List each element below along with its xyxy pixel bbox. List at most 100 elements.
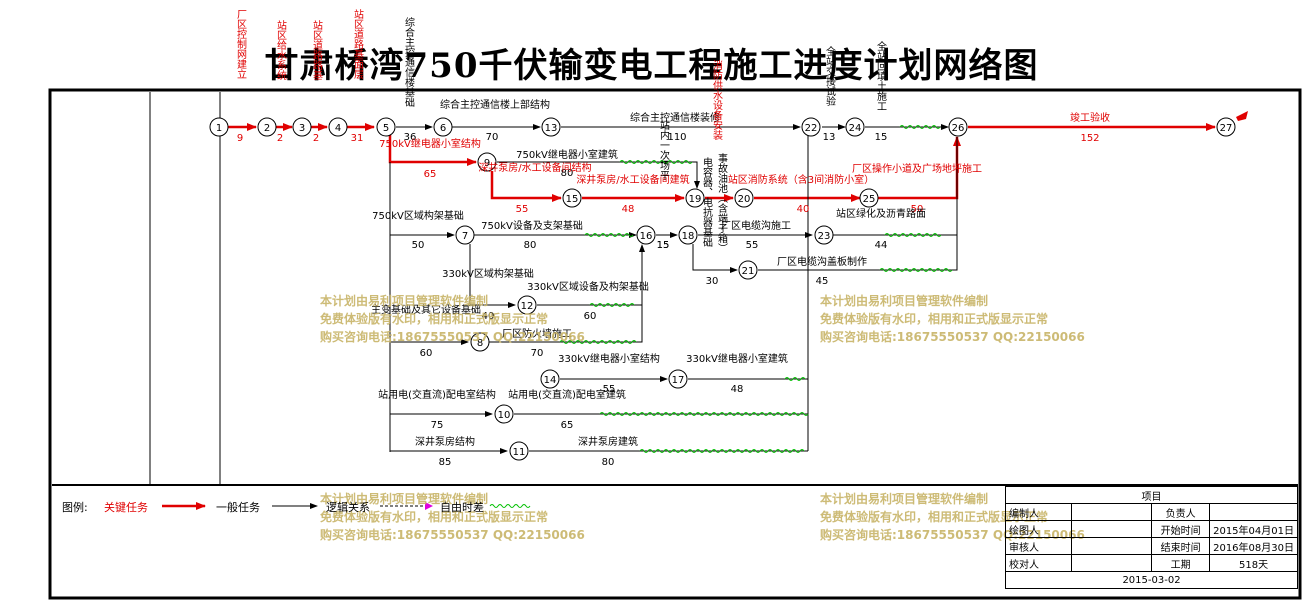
task-name-vertical: 站区道路基面层 bbox=[352, 8, 364, 80]
task-name: 深井泵房/水工设备间结构 bbox=[478, 161, 591, 174]
task-duration: 70 bbox=[486, 132, 499, 143]
node-label: 16 bbox=[640, 231, 653, 242]
legend-float-line bbox=[489, 504, 531, 508]
node-label: 17 bbox=[672, 375, 685, 386]
node-label: 14 bbox=[544, 375, 557, 386]
node-11 bbox=[509, 441, 529, 461]
task-name: 站用电(交直流)配电室结构 bbox=[378, 388, 496, 401]
node-27 bbox=[1216, 117, 1236, 137]
task-name: 330kV区域设备及构架基础 bbox=[527, 280, 649, 293]
task-name-vertical: 全站交接试验 bbox=[824, 45, 836, 107]
task-name: 750kV区域构架基础 bbox=[372, 209, 464, 222]
node-label: 27 bbox=[1220, 123, 1233, 134]
end-flag-icon bbox=[1236, 111, 1248, 121]
node-label: 25 bbox=[863, 194, 876, 205]
task-duration: 110 bbox=[667, 132, 686, 143]
task-duration: 55 bbox=[746, 240, 759, 251]
node-17 bbox=[668, 369, 688, 389]
legend-label: 图例: bbox=[62, 501, 88, 514]
watermark-line: 免费体验版有水印，相用和正式版显示正常 bbox=[320, 312, 549, 326]
free-float bbox=[559, 125, 953, 453]
task-name: 厂区电缆沟施工 bbox=[721, 219, 791, 232]
watermark: 本计划由易利项目管理软件编制 免费体验版有水印，相用和正式版显示正常 购买咨询电… bbox=[320, 490, 585, 544]
task-duration: 55 bbox=[516, 204, 529, 215]
legend-logic-arrow-icon bbox=[425, 502, 433, 510]
task-labels: 综合主控通信楼上部结构 70 综合主控通信楼装修 110 13 15 竣工验收 … bbox=[237, 98, 1110, 468]
project-info-table: 项目 编制人 负责人 绘图人 开始时间 2015年04月01日 审核人 结束时间… bbox=[1004, 486, 1298, 589]
node-12 bbox=[517, 295, 537, 315]
normal-arrows bbox=[389, 124, 958, 454]
node-15 bbox=[562, 188, 582, 208]
node-21 bbox=[738, 260, 758, 280]
task-name-vertical: 站区给水系统 bbox=[275, 19, 287, 80]
end-value: 2016年08月30日 bbox=[1209, 537, 1298, 555]
reviewer-label: 审核人 bbox=[1004, 537, 1073, 555]
node-14 bbox=[540, 369, 560, 389]
node-label: 10 bbox=[498, 410, 511, 421]
task-duration: 152 bbox=[1080, 133, 1099, 144]
task-name-vertical: 站区道路路基 bbox=[311, 19, 323, 80]
node-label: 13 bbox=[545, 123, 558, 134]
task-duration: 31 bbox=[351, 133, 364, 144]
watermark-line: 本计划由易利项目管理软件编制 bbox=[820, 294, 989, 308]
watermark-line: 免费体验版有水印，相用和正式版显示正常 bbox=[820, 510, 1049, 524]
task-name-vertical: 全站回填土施工 bbox=[875, 40, 887, 111]
node-22 bbox=[801, 117, 821, 137]
task-name: 330kV区域构架基础 bbox=[442, 267, 534, 280]
watermark-line: 购买咨询电话:18675550537 QQ:22150066 bbox=[820, 330, 1085, 344]
project-label: 项目 bbox=[1005, 486, 1298, 504]
node-1 bbox=[209, 117, 229, 137]
vertical-labels: 厂区控制网建立 站区给水系统 站区道路路基 站区道路基面层 综合主控通信楼基础 … bbox=[235, 8, 887, 253]
task-duration: 65 bbox=[561, 420, 574, 431]
task-duration: 2 bbox=[313, 133, 319, 144]
task-name-vertical: 厂区控制网建立 bbox=[235, 9, 247, 79]
node-labels: 1 2 3 4 5 6 7 8 9 10 11 12 13 14 15 16 1… bbox=[216, 123, 1233, 458]
task-duration: 80 bbox=[602, 457, 615, 468]
task-name: 厂区防火墙施工 bbox=[502, 327, 572, 340]
node-label: 24 bbox=[849, 123, 862, 134]
node-label: 20 bbox=[738, 194, 751, 205]
task-duration: 30 bbox=[706, 276, 719, 287]
editor-label: 编制人 bbox=[1004, 503, 1073, 521]
node-16 bbox=[636, 225, 656, 245]
node-10 bbox=[494, 404, 514, 424]
task-duration: 13 bbox=[823, 132, 836, 143]
task-duration: 50 bbox=[911, 204, 924, 215]
node-label: 9 bbox=[484, 158, 490, 169]
task-duration: 45 bbox=[816, 276, 829, 287]
node-label: 5 bbox=[383, 123, 389, 134]
task-name: 深井泵房结构 bbox=[415, 435, 475, 448]
task-duration: 80 bbox=[524, 240, 537, 251]
watermark-line: 本计划由易利项目管理软件编制 bbox=[320, 492, 489, 506]
task-duration: 55 bbox=[603, 384, 616, 395]
owner-label: 负责人 bbox=[1151, 503, 1211, 521]
node-label: 11 bbox=[513, 447, 526, 458]
print-date: 2015-03-02 bbox=[1005, 571, 1298, 589]
task-duration: 60 bbox=[420, 348, 433, 359]
watermark-line: 免费体验版有水印，相用和正式版显示正常 bbox=[320, 510, 549, 524]
task-name: 深井泵房/水工设备间建筑 bbox=[576, 173, 689, 186]
legend-critical-label: 关键任务 bbox=[104, 501, 148, 514]
task-duration: 44 bbox=[875, 240, 888, 251]
legend-float-label: 自由时差 bbox=[440, 501, 484, 514]
task-duration: 48 bbox=[731, 384, 744, 395]
node-label: 1 bbox=[216, 123, 222, 134]
task-name: 330kV继电器小室建筑 bbox=[686, 352, 788, 365]
node-8 bbox=[470, 332, 490, 352]
task-duration: 15 bbox=[657, 240, 670, 251]
node-5 bbox=[376, 117, 396, 137]
start-label: 开始时间 bbox=[1151, 520, 1211, 538]
task-name-vertical: 事故油池（含端子箱） bbox=[716, 152, 728, 253]
task-name: 主变基础及其它设备基础 bbox=[371, 303, 481, 316]
task-duration: 15 bbox=[875, 132, 888, 143]
start-value: 2015年04月01日 bbox=[1209, 520, 1298, 538]
task-duration: 70 bbox=[531, 348, 544, 359]
nodes bbox=[209, 117, 1236, 461]
task-name: 厂区电缆沟盖板制作 bbox=[777, 255, 867, 268]
node-label: 18 bbox=[682, 231, 695, 242]
task-duration: 40 bbox=[482, 311, 495, 322]
watermark: 本计划由易利项目管理软件编制 免费体验版有水印，相用和正式版显示正常 购买咨询电… bbox=[820, 292, 1085, 346]
node-25 bbox=[859, 188, 879, 208]
critical-path bbox=[228, 123, 1216, 202]
node-4 bbox=[328, 117, 348, 137]
